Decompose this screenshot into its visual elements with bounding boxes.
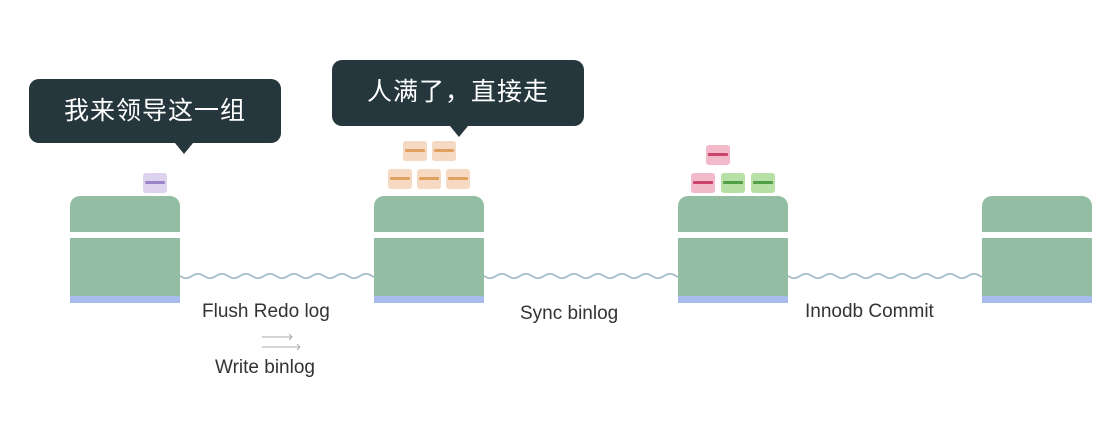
station-top	[70, 196, 180, 232]
bubble-tail	[175, 143, 193, 154]
transaction-block-green	[721, 173, 745, 193]
station-top	[374, 196, 484, 232]
stage-label-flush: Flush Redo log	[202, 301, 330, 322]
transaction-block-orange	[388, 169, 412, 189]
station-body	[374, 238, 484, 300]
block-stripe	[723, 181, 743, 184]
transaction-block-green	[751, 173, 775, 193]
block-stripe	[390, 177, 410, 180]
block-stripe	[405, 149, 425, 152]
station-body	[982, 238, 1092, 300]
block-stripe	[434, 149, 454, 152]
wave-connector-3	[787, 272, 983, 280]
block-stripe	[708, 153, 728, 156]
station-body	[678, 238, 788, 300]
station-base	[374, 296, 484, 303]
leader-speech-bubble: 我来领导这一组	[29, 79, 281, 154]
station-2	[374, 196, 484, 308]
transaction-block-purple	[143, 173, 167, 193]
stage-label-sync: Sync binlog	[520, 303, 619, 324]
block-stripe	[145, 181, 165, 184]
station-4	[982, 196, 1092, 308]
transaction-block-orange	[403, 141, 427, 161]
station-top	[982, 196, 1092, 232]
station-base	[70, 296, 180, 303]
block-stripe	[753, 181, 773, 184]
full-speech-bubble: 人满了，直接走	[332, 60, 584, 137]
block-stripe	[448, 177, 468, 180]
flush-write-arrows-icon	[262, 333, 301, 351]
stage-label-write: Write binlog	[215, 357, 315, 378]
leader-bubble-text: 我来领导这一组	[63, 96, 246, 125]
block-stripe	[419, 177, 439, 180]
full-bubble-text: 人满了，直接走	[366, 77, 549, 106]
station-body	[70, 238, 180, 300]
station-base	[678, 296, 788, 303]
transaction-block-orange	[417, 169, 441, 189]
station-3	[678, 196, 788, 308]
transaction-block-orange	[446, 169, 470, 189]
transaction-block-pink	[706, 145, 730, 165]
station-base	[982, 296, 1092, 303]
block-stripe	[693, 181, 713, 184]
wave-connector-2	[483, 272, 679, 280]
station-1	[70, 196, 180, 308]
transaction-block-orange	[432, 141, 456, 161]
stage-label-commit: Innodb Commit	[805, 301, 934, 322]
station-top	[678, 196, 788, 232]
bubble-tail	[450, 126, 468, 137]
transaction-block-pink	[691, 173, 715, 193]
wave-connector-1	[179, 272, 375, 280]
